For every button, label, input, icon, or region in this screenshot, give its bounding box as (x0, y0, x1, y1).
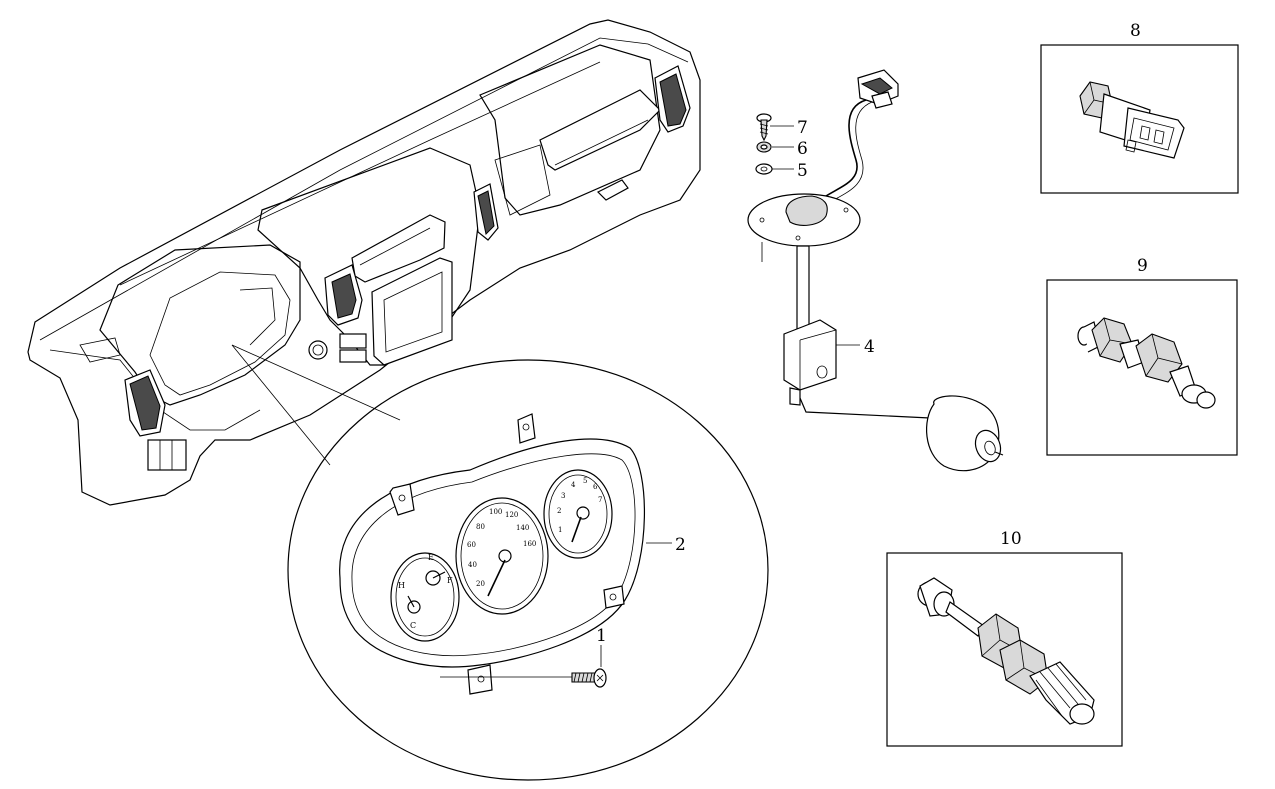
callout-7: 7 (797, 118, 808, 138)
dashboard-panel (27, 19, 701, 506)
detail-box-8 (1040, 44, 1239, 194)
instrument-cluster: F E H C 20 40 60 80 100 120 140 160 1 (339, 413, 646, 695)
fuel-full-label: F (447, 576, 453, 585)
speed-tick-120: 120 (505, 511, 518, 519)
tacho-tick-3: 3 (561, 492, 565, 500)
fuel-temp-gauge: F E H C (390, 552, 460, 642)
speed-tick-140: 140 (516, 524, 529, 532)
callout-1: 1 (596, 626, 607, 646)
callout-5: 5 (797, 161, 808, 181)
callout-9: 9 (1137, 256, 1148, 276)
callout-4: 4 (864, 337, 875, 357)
sensor-part-9 (1077, 317, 1216, 409)
tacho-tick-1: 1 (558, 526, 562, 534)
speed-tick-20: 20 (476, 580, 485, 588)
speed-tick-60: 60 (467, 541, 476, 549)
screw-part-7 (756, 113, 772, 142)
tachometer: 1 2 3 4 5 6 7 (543, 469, 613, 559)
tacho-tick-2: 2 (557, 507, 561, 515)
tacho-tick-4: 4 (571, 481, 576, 489)
tacho-tick-5: 5 (583, 477, 587, 485)
speed-tick-40: 40 (468, 561, 477, 569)
detail-box-9 (1046, 279, 1238, 456)
temp-cold-label: C (410, 621, 416, 630)
speed-tick-100: 100 (489, 508, 502, 516)
speed-tick-80: 80 (476, 523, 485, 531)
speed-tick-160: 160 (523, 540, 536, 548)
detail-box-10 (886, 552, 1123, 747)
speedometer: 20 40 60 80 100 120 140 160 (455, 497, 549, 615)
fuel-empty-label: E (428, 553, 434, 562)
callout-2: 2 (675, 535, 686, 555)
sensor-part-8 (1079, 81, 1185, 159)
callout-8: 8 (1130, 21, 1141, 41)
tacho-tick-7: 7 (598, 496, 602, 504)
washer-part-6 (756, 141, 772, 153)
switch-part-10 (917, 577, 1095, 725)
washer-part-5 (755, 163, 773, 175)
screw-part-1 (440, 645, 607, 688)
detail-ellipse (287, 359, 769, 781)
callout-10: 10 (1000, 529, 1022, 549)
temp-hot-label: H (398, 581, 405, 590)
tacho-tick-6: 6 (593, 483, 598, 491)
callout-6: 6 (797, 139, 808, 159)
fuel-level-sender (747, 69, 1004, 472)
